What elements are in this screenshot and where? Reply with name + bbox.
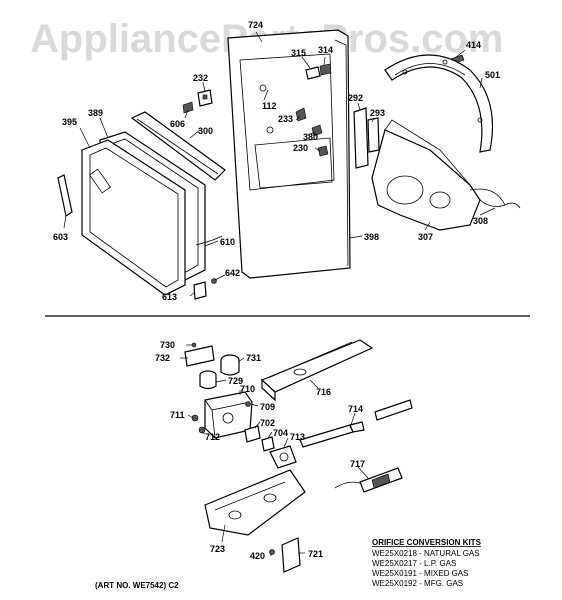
label-307: 307: [418, 232, 433, 242]
label-233: 233: [278, 114, 293, 124]
orifice-kit-item: WE25X0191 - MIXED GAS: [372, 569, 468, 578]
bulkhead-307: [371, 119, 506, 231]
label-721: 721: [308, 549, 323, 559]
label-717: 717: [350, 459, 365, 469]
label-723: 723: [210, 544, 225, 554]
igniter-717: [334, 467, 403, 493]
label-724: 724: [248, 20, 263, 30]
label-731: 731: [246, 353, 261, 363]
label-729: 729: [228, 376, 243, 386]
label-712: 712: [205, 432, 220, 442]
label-300: 300: [198, 126, 213, 136]
orifice-kit-item: WE25X0192 - MFG. GAS: [372, 579, 463, 588]
label-710: 710: [240, 384, 255, 394]
fitting-711-712: [191, 414, 206, 434]
bracket-292-293: [353, 107, 380, 169]
leader-lines: [63, 31, 496, 556]
bracket-721: [281, 537, 301, 573]
label-230: 230: [293, 143, 308, 153]
label-308: 308: [473, 216, 488, 226]
label-709: 709: [260, 402, 275, 412]
coil-729: [199, 370, 217, 390]
screw-709: [245, 401, 251, 407]
label-314: 314: [318, 45, 333, 55]
label-642: 642: [225, 268, 240, 278]
orifice-kit-item: WE25X0218 - NATURAL GAS: [372, 549, 480, 558]
latch-642-613: [193, 278, 217, 300]
drum-ring-501: [384, 54, 493, 153]
label-232: 232: [193, 73, 208, 83]
mounting-bracket-723: [204, 469, 306, 536]
wire-308: [477, 197, 521, 209]
switch-232: [197, 89, 213, 107]
front-panel-398: [227, 29, 351, 279]
bracket-315: [305, 63, 332, 80]
fitting-702: [244, 425, 261, 443]
coil-731: [220, 354, 240, 376]
label-730: 730: [160, 340, 175, 350]
label-610: 610: [220, 237, 235, 247]
label-293: 293: [370, 108, 385, 118]
label-702: 702: [260, 418, 275, 428]
label-713: 713: [290, 432, 305, 442]
label-389: 389: [88, 108, 103, 118]
orifice-kit-item: WE25X0217 - L.P. GAS: [372, 559, 456, 568]
label-292: 292: [348, 93, 363, 103]
callout-labels: 724 315 314 414 501 232 112 292 293 233 …: [53, 20, 500, 561]
label-414: 414: [466, 40, 481, 50]
clip-606: [182, 101, 194, 114]
label-716: 716: [316, 387, 331, 397]
handle-603: [57, 174, 73, 217]
manifold-713: [269, 445, 297, 469]
orifice-704: [261, 436, 275, 452]
label-501: 501: [485, 70, 500, 80]
label-613: 613: [162, 292, 177, 302]
orifice-kits-title: ORIFICE CONVERSION KITS: [372, 538, 482, 547]
label-315: 315: [291, 48, 306, 58]
label-606: 606: [170, 119, 185, 129]
label-420: 420: [250, 551, 265, 561]
label-603: 603: [53, 232, 68, 242]
door-panel-395: [81, 139, 186, 296]
screw-420: [269, 549, 275, 555]
orifice-kits-table: ORIFICE CONVERSION KITS WE25X0218 - NATU…: [372, 538, 482, 588]
label-395: 395: [62, 117, 77, 127]
strip-610: [195, 235, 223, 246]
label-714: 714: [348, 404, 363, 414]
label-112: 112: [262, 101, 277, 111]
door-gasket-300: [130, 111, 226, 181]
label-732: 732: [155, 353, 170, 363]
label-398: 398: [364, 232, 379, 242]
tube-714: [299, 399, 413, 448]
burner-716: [260, 339, 374, 402]
art-number: (ART NO. WE7542) C2: [95, 581, 179, 590]
coil-bracket-732: [184, 342, 215, 367]
label-380: 380: [303, 132, 318, 142]
label-704: 704: [273, 428, 288, 438]
label-711: 711: [170, 410, 185, 420]
